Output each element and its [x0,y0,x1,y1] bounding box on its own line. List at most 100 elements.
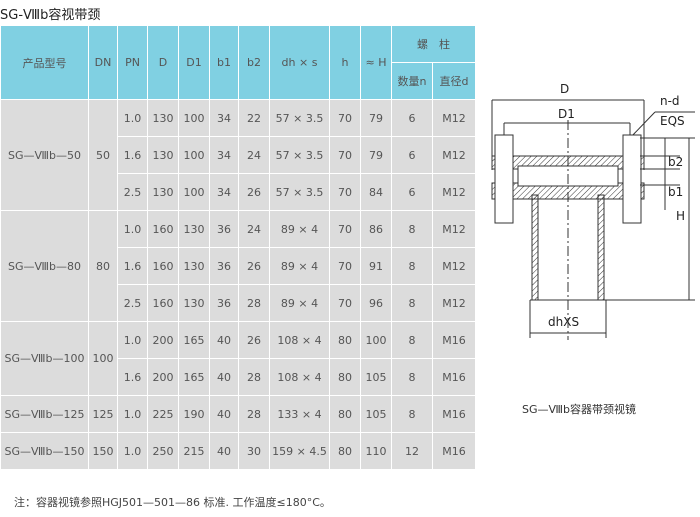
table-cell: 110 [360,432,392,470]
label-b1: b1 [668,185,683,199]
table-cell: 130 [178,284,210,322]
cell-model: SG—Ⅷb—100 [0,321,89,396]
table-cell: 57 × 3.5 [269,136,330,174]
cell-dn: 125 [88,395,118,433]
table-cell: 89 × 4 [269,247,330,285]
table-cell: 133 × 4 [269,395,330,433]
table-cell: 250 [147,432,179,470]
table-cell: 96 [360,284,392,322]
table-cell: 80 [329,432,361,470]
table-cell: 6 [391,136,433,174]
table-cell: 30 [238,432,270,470]
table-cell: 8 [391,210,433,248]
table-cell: 1.6 [117,358,148,396]
header-dhs: dh × s [269,25,330,100]
spec-table: 产品型号 DN PN D D1 b1 b2 dh × s h ≈ H 螺 柱 数… [0,25,476,470]
table-cell: 190 [178,395,210,433]
label-b2: b2 [668,155,683,169]
table-cell: 86 [360,210,392,248]
header-dn: DN [88,25,118,100]
cell-dn: 50 [88,99,118,211]
table-cell: 36 [209,284,239,322]
header-H: ≈ H [360,25,392,100]
table-cell: 70 [329,136,361,174]
table-cell: 79 [360,136,392,174]
table-cell: 40 [209,358,239,396]
table-cell: 165 [178,321,210,359]
table-cell: M12 [432,247,476,285]
table-cell: 108 × 4 [269,358,330,396]
table-cell: 100 [178,99,210,137]
table-cell: 130 [147,99,179,137]
label-D1: D1 [558,107,575,121]
table-cell: 89 × 4 [269,210,330,248]
table-cell: 8 [391,284,433,322]
table-cell: 24 [238,136,270,174]
header-b1: b1 [209,25,239,100]
table-cell: 91 [360,247,392,285]
table-cell: 6 [391,99,433,137]
table-cell: 100 [178,173,210,211]
table-cell: 108 × 4 [269,321,330,359]
table-cell: 70 [329,99,361,137]
table-cell: 6 [391,173,433,211]
table-cell: 79 [360,99,392,137]
table-cell: 200 [147,321,179,359]
table-cell: 26 [238,321,270,359]
table-cell: 225 [147,395,179,433]
table-cell: 22 [238,99,270,137]
table-cell: 200 [147,358,179,396]
table-cell: 34 [209,136,239,174]
table-cell: 8 [391,247,433,285]
table-cell: M12 [432,99,476,137]
table-cell: 105 [360,358,392,396]
header-dia: 直径d [432,62,476,100]
table-cell: 12 [391,432,433,470]
table-cell: 100 [178,136,210,174]
label-dhxs: dhXS [548,315,579,329]
cell-dn: 80 [88,210,118,322]
table-cell: 1.0 [117,321,148,359]
label-nd: n-d [660,94,680,108]
header-bolt: 螺 柱 [391,25,476,63]
table-cell: 40 [209,321,239,359]
table-cell: 84 [360,173,392,211]
table-cell: 26 [238,247,270,285]
table-cell: 100 [360,321,392,359]
table-cell: 40 [209,395,239,433]
label-H: H [676,209,685,223]
table-cell: 80 [329,321,361,359]
table-cell: 1.0 [117,432,148,470]
cell-model: SG—Ⅷb—80 [0,210,89,322]
cell-model: SG—Ⅷb—125 [0,395,89,433]
label-D: D [560,82,569,96]
table-cell: 34 [209,173,239,211]
table-cell: 28 [238,395,270,433]
table-cell: M12 [432,173,476,211]
table-cell: 1.0 [117,210,148,248]
header-qty: 数量n [391,62,433,100]
sight-glass-diagram: D D1 n-d EQS b2 b1 H dhXS [491,82,695,340]
cell-model: SG—Ⅷb—150 [0,432,89,470]
table-cell: 130 [147,173,179,211]
table-cell: 70 [329,173,361,211]
table-cell: 57 × 3.5 [269,99,330,137]
page-title: SG-Ⅷb容视带颈 [0,8,101,23]
table-cell: 2.5 [117,173,148,211]
table-cell: 26 [238,173,270,211]
figure-caption: SG—Ⅷb容器带颈视镜 [522,403,636,416]
header-model: 产品型号 [0,25,89,100]
table-cell: 160 [147,284,179,322]
table-cell: 130 [178,210,210,248]
table-cell: M16 [432,432,476,470]
table-cell: 8 [391,321,433,359]
cell-dn: 150 [88,432,118,470]
table-cell: 40 [209,432,239,470]
table-cell: 80 [329,395,361,433]
table-cell: 1.0 [117,99,148,137]
